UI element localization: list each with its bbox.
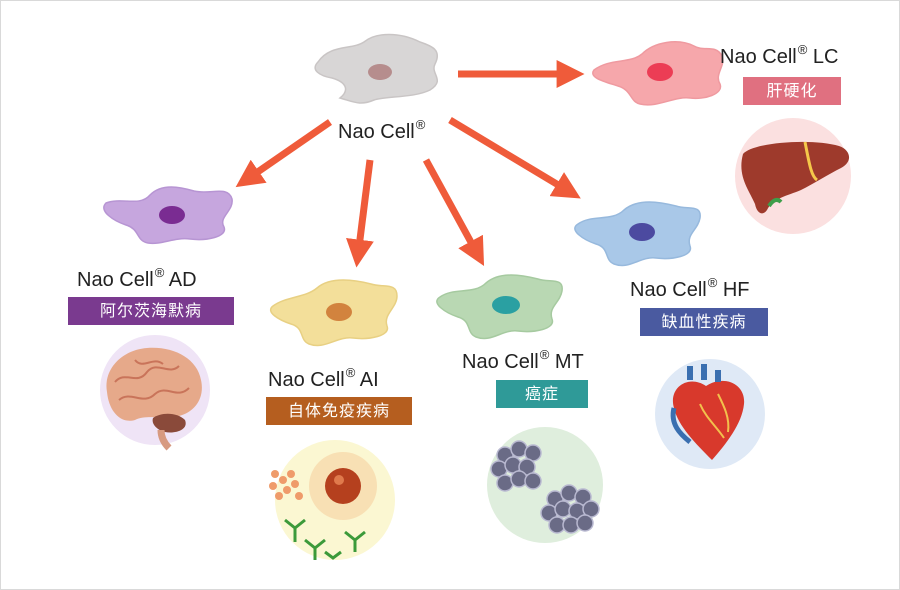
brain-icon xyxy=(100,335,210,451)
heart-icon xyxy=(655,359,765,469)
ai-cell xyxy=(270,279,398,347)
hf-cell xyxy=(574,201,701,267)
mt-suffix: MT xyxy=(554,351,584,373)
hf-name: Nao Cell xyxy=(630,279,707,301)
hf-suffix: HF xyxy=(722,279,750,301)
arrow-to-mt xyxy=(422,158,485,267)
lc-mark: ® xyxy=(797,42,808,57)
lc-suffix: LC xyxy=(812,46,839,68)
ai-name: Nao Cell xyxy=(268,369,345,391)
lc-name: Nao Cell xyxy=(720,46,797,68)
immune-cell-icon xyxy=(269,440,395,560)
ad-name: Nao Cell xyxy=(77,269,154,291)
ai-mark: ® xyxy=(345,365,356,380)
hf-disease-badge: 缺血性疾病 xyxy=(640,308,768,336)
lc-disease-badge: 肝硬化 xyxy=(743,77,841,105)
ad-cell xyxy=(103,186,233,245)
ad-mark: ® xyxy=(154,265,165,280)
tumor-cells-icon xyxy=(487,427,603,543)
mt-name: Nao Cell xyxy=(462,351,539,373)
hf-label: Nao Cell® HF xyxy=(630,276,750,300)
arrow-to-ad xyxy=(235,119,332,188)
arrow-to-ai xyxy=(346,159,374,268)
mt-disease-badge: 癌症 xyxy=(496,380,588,408)
center-label: Nao Cell® xyxy=(338,118,425,142)
lc-cell xyxy=(592,41,724,106)
ad-suffix: AD xyxy=(168,269,197,291)
ad-label: Nao Cell® AD xyxy=(77,266,197,290)
ad-disease-badge: 阿尔茨海默病 xyxy=(68,297,234,325)
center-mark: ® xyxy=(415,117,426,132)
arrows xyxy=(235,60,585,268)
ai-suffix: AI xyxy=(359,369,379,391)
ai-disease-badge: 自体免疫疾病 xyxy=(266,397,412,425)
ai-label: Nao Cell® AI xyxy=(268,366,379,390)
mt-mark: ® xyxy=(539,347,550,362)
mt-label: Nao Cell® MT xyxy=(462,348,584,372)
hf-mark: ® xyxy=(707,275,718,290)
arrow-to-hf xyxy=(448,116,581,199)
center-name: Nao Cell xyxy=(338,121,415,143)
mt-cell xyxy=(436,274,563,340)
liver-icon xyxy=(735,118,851,234)
lc-label: Nao Cell® LC xyxy=(720,43,838,67)
center-cell xyxy=(314,33,439,104)
